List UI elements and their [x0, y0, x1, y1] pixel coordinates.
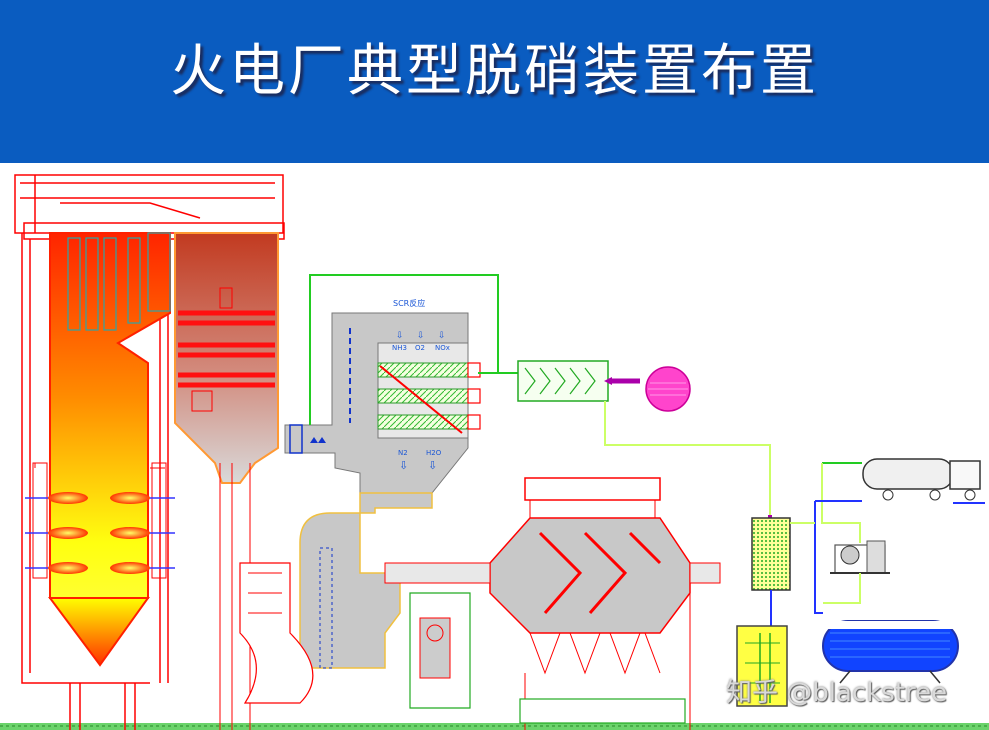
svg-text:⇩: ⇩ [438, 331, 446, 341]
ammonia-buffer-tank [751, 517, 791, 633]
electrostatic-precipitator [489, 477, 691, 730]
convection-pass [174, 232, 279, 730]
flow-label-h2o: H2O [426, 449, 442, 457]
svg-text:⇩: ⇩ [396, 331, 404, 341]
scr-label: SCR反应 [393, 298, 425, 308]
flow-label-nox: NOx [435, 344, 450, 352]
inlet-flow-labels: ⇩ ⇩ ⇩ NH3 O2 NOx [392, 331, 450, 352]
ammonia-storage-tank [822, 620, 959, 684]
svg-text:⇩: ⇩ [399, 459, 408, 472]
watermark: 知乎 @blackstree [726, 678, 948, 708]
svg-text:⇩: ⇩ [428, 459, 437, 472]
page-title: 火电厂典型脱硝装置布置 [170, 39, 819, 104]
ammonia-piping-network [790, 462, 985, 614]
flow-label-nh3: NH3 [392, 344, 407, 352]
ground-line [0, 723, 989, 730]
flow-label-o2: O2 [415, 344, 425, 352]
ammonia-absorber-tank [736, 625, 788, 707]
outlet-flow-labels: N2 H2O ⇩ ⇩ [398, 449, 442, 472]
scr-reactor: SCR反应 ⇩ ⇩ ⇩ NH3 O2 NOx N2 H2O ⇩ ⇩ [284, 298, 481, 494]
ammonia-transfer-pump [830, 540, 890, 574]
boiler-furnace [48, 232, 171, 667]
plant-diagram: SCR反应 ⇩ ⇩ ⇩ NH3 O2 NOx N2 H2O ⇩ ⇩ [0, 174, 989, 730]
induced-draft-fan [384, 562, 721, 709]
flow-label-n2: N2 [398, 449, 408, 457]
burner-group [25, 462, 175, 579]
flue-gas-duct [299, 492, 433, 669]
air-preheater [239, 562, 314, 704]
svg-text:⇩: ⇩ [417, 331, 425, 341]
title-bar: 火电厂典型脱硝装置布置 [0, 0, 989, 163]
ammonia-air-mixer [517, 360, 691, 412]
ammonia-injection-pipe [309, 274, 520, 425]
ammonia-tanker-truck [862, 458, 981, 501]
